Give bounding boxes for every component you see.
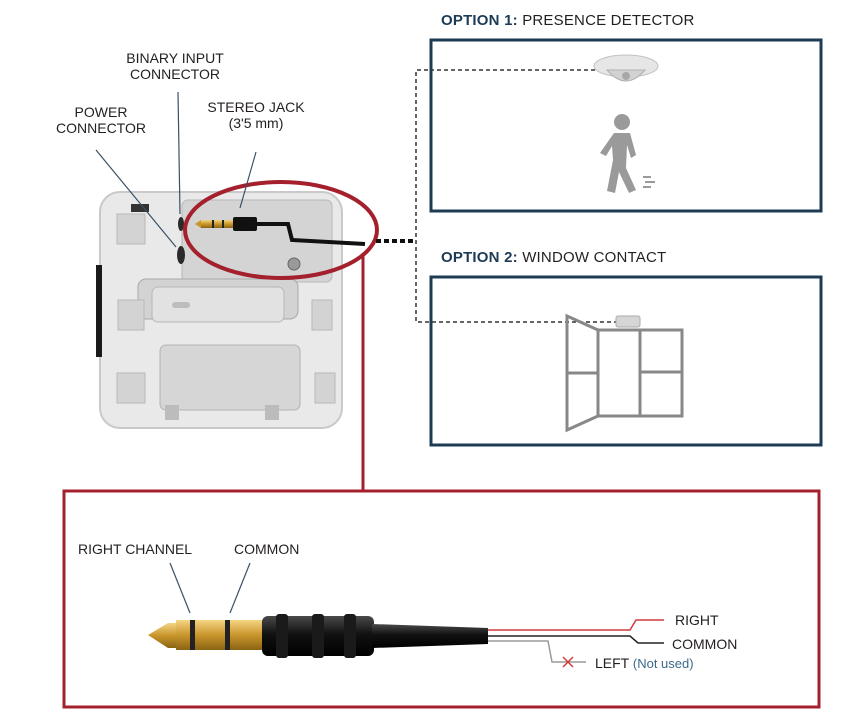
common-pointer [229,562,251,614]
jack-detail-box [62,489,821,709]
window-contact-sensor-icon [615,315,641,328]
large-jack-plug [148,614,488,658]
jack-pointer [239,151,257,209]
small-jack-plug [195,217,366,246]
option-link-dash [415,69,620,323]
wire-left-text: LEFT [595,655,629,671]
power-pointer [95,149,177,248]
wire-right-label: RIGHT [675,612,719,628]
common-label: COMMON [234,541,300,557]
option1-heading: OPTION 1: PRESENCE DETECTOR [441,12,695,29]
option2-box [429,275,823,447]
option1-number: OPTION 1: [441,12,518,29]
option1-title: PRESENCE DETECTOR [522,12,695,29]
window-icon [565,313,684,433]
walking-person-icon [600,114,655,193]
stereo-jack-line2: (3'5 mm) [228,115,284,131]
binary-input-line2: CONNECTOR [130,66,220,82]
power-connector-line2: CONNECTOR [56,120,146,136]
option2-title: WINDOW CONTACT [522,249,667,266]
power-connector-line1: POWER [74,104,128,120]
stereo-jack-label: STEREO JACK (3'5 mm) [200,99,312,131]
highlight-ellipse [183,180,379,280]
stereo-jack-line1: STEREO JACK [207,99,305,115]
wire-left-label: LEFT (Not used) [595,655,694,671]
presence-sensor-icon [593,54,659,82]
binary-input-label: BINARY INPUT CONNECTOR [115,50,235,82]
wire-left-note: (Not used) [632,656,694,671]
binary-pointer [177,91,181,215]
wire-common-label: COMMON [672,636,738,652]
thermostat-device [96,191,343,429]
binary-input-line1: BINARY INPUT [126,50,224,66]
right-channel-label: RIGHT CHANNEL [78,541,193,557]
option2-heading: OPTION 2: WINDOW CONTACT [441,249,666,266]
option2-number: OPTION 2: [441,249,518,266]
right-channel-pointer [169,562,191,614]
power-connector-label: POWER CONNECTOR [46,104,156,136]
jack-wires [488,619,664,668]
option1-box [429,38,823,213]
